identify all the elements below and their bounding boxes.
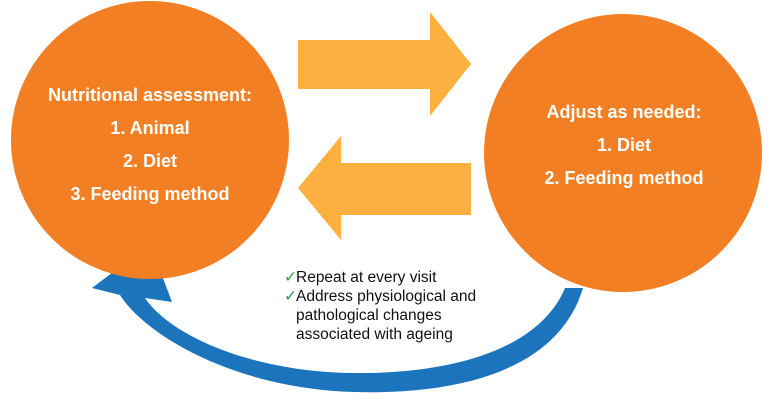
assessment-item-diet: 2. Diet (122, 151, 178, 171)
adjust-circle (484, 14, 762, 292)
notes-list: ✓Repeat at every visit ✓Address physiolo… (284, 268, 544, 344)
assessment-circle (11, 1, 289, 279)
note-address-line-3: associated with ageing (296, 326, 453, 343)
assessment-item-animal: 1. Animal (110, 118, 190, 138)
return-curved-arrow (92, 244, 583, 393)
adjust-item-diet: 1. Diet (596, 135, 652, 155)
check-mark-icon: ✓ (284, 269, 297, 286)
note-repeat-text: Repeat at every visit (296, 269, 437, 286)
assessment-text: Nutritional assessment: 1. Animal 2. Die… (16, 79, 284, 211)
adjust-heading: Adjust as needed: (546, 102, 702, 122)
backward-arrow (298, 136, 471, 240)
note-address-line-1: Address physiological and (296, 288, 477, 305)
note-address: ✓Address physiological and (284, 287, 544, 306)
adjust-item-feeding-method: 2. Feeding method (544, 168, 704, 188)
assessment-item-feeding-method: 3. Feeding method (70, 184, 230, 204)
note-address-line-2: pathological changes (296, 307, 442, 324)
check-mark-icon: ✓ (284, 288, 297, 305)
forward-arrow (298, 12, 471, 116)
assessment-heading: Nutritional assessment: (47, 85, 253, 105)
adjust-text: Adjust as needed: 1. Diet 2. Feeding met… (490, 96, 758, 195)
note-repeat: ✓Repeat at every visit (284, 268, 544, 287)
